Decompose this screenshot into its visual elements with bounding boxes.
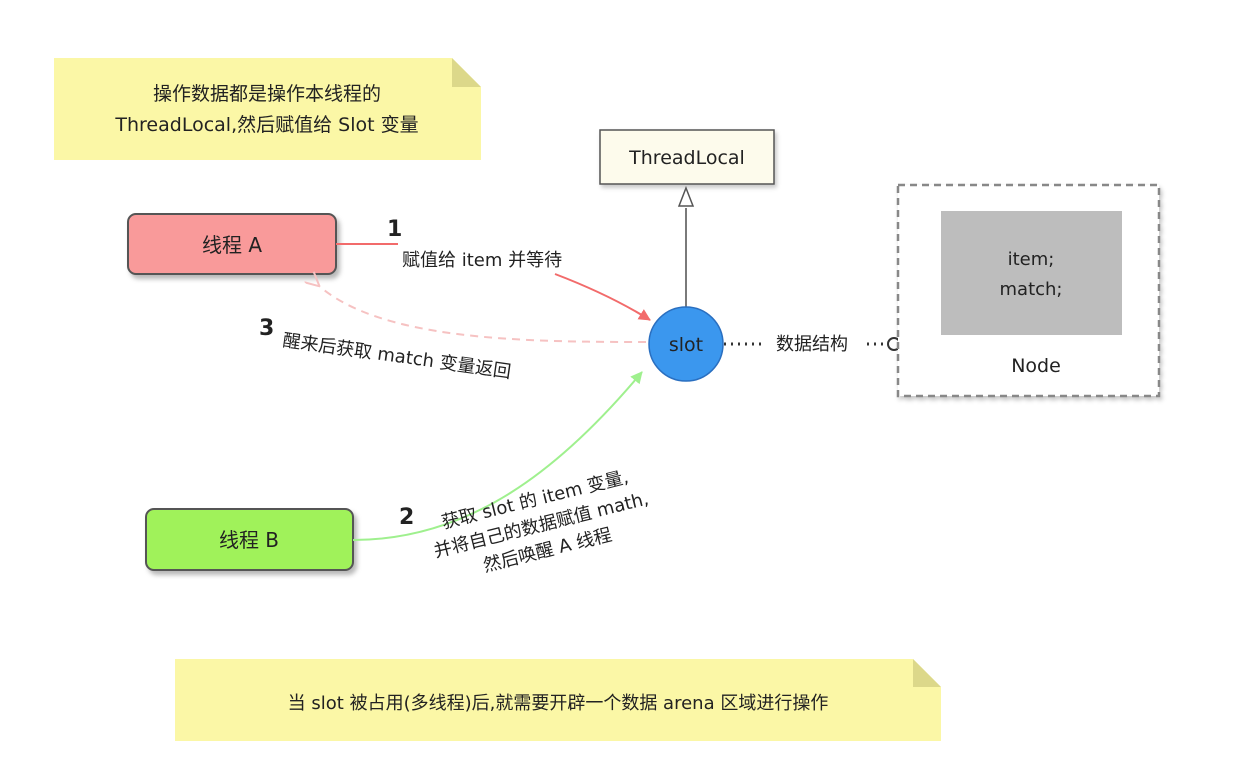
inheritance-edge (677, 185, 695, 308)
node-fields-box (941, 211, 1122, 335)
slot-label: slot (669, 334, 703, 356)
top-note-line2: ThreadLocal,然后赋值给 Slot 变量 (114, 114, 418, 136)
thread-b-label: 线程 B (219, 528, 279, 552)
top-note-line1: 操作数据都是操作本线程的 (153, 83, 381, 105)
bottom-note-text: 当 slot 被占用(多线程)后,就需要开辟一个数据 arena 区域进行操作 (288, 693, 829, 714)
slot-circle[interactable]: slot (648, 306, 724, 382)
step1-number: 1 (387, 217, 402, 242)
thread-b-box[interactable]: 线程 B (145, 508, 354, 571)
thread-a-box[interactable]: 线程 A (127, 213, 337, 275)
edge-step3: 3 醒来后获取 match 变量返回 (259, 285, 647, 383)
struct-edge: 数据结构 (724, 328, 901, 356)
node-label: Node (1011, 355, 1061, 377)
step3-number: 3 (259, 316, 274, 341)
thread-a-label: 线程 A (202, 233, 262, 257)
step2-number: 2 (399, 505, 414, 530)
threadlocal-box[interactable]: ThreadLocal (599, 129, 775, 185)
step1-label: 赋值给 item 并等待 (402, 250, 562, 271)
top-note: 操作数据都是操作本线程的 ThreadLocal,然后赋值给 Slot 变量 (54, 58, 481, 160)
bottom-note: 当 slot 被占用(多线程)后,就需要开辟一个数据 arena 区域进行操作 (175, 659, 941, 741)
step3-label: 醒来后获取 match 变量返回 (281, 330, 512, 383)
struct-label: 数据结构 (776, 334, 848, 355)
edge-step1: 1 赋值给 item 并等待 (336, 217, 650, 320)
threadlocal-label: ThreadLocal (628, 147, 745, 169)
edge-step2: 2 获取 slot 的 item 变量, 并将自己的数据赋值 math, 然后唤… (352, 371, 651, 577)
node-container[interactable]: item; match; Node (896, 183, 1161, 398)
node-field-item: item; (1008, 249, 1055, 270)
inheritance-arrowhead (677, 185, 695, 207)
node-field-match: match; (1000, 279, 1063, 300)
